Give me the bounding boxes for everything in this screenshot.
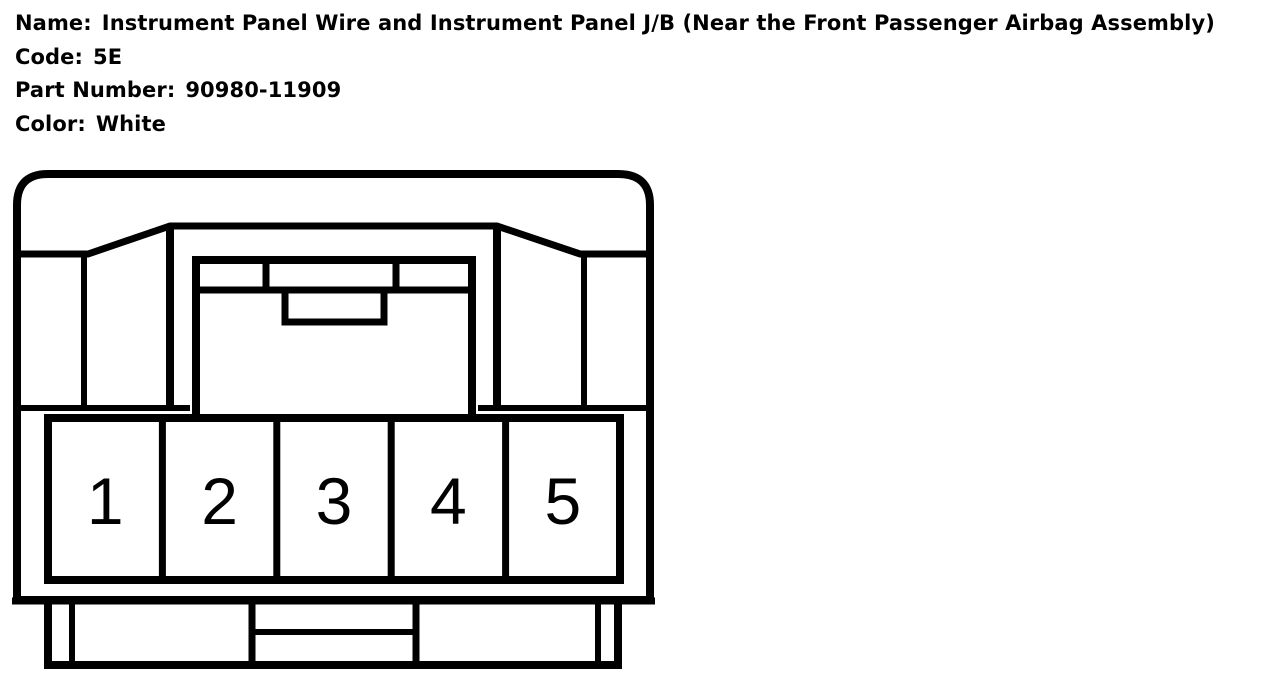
code-value: 5E xyxy=(93,44,123,69)
locking-latch xyxy=(192,256,476,414)
connector-housing-outline xyxy=(13,170,654,604)
housing-top-band xyxy=(17,222,650,258)
part-number-row: Part Number: 90980-11909 xyxy=(15,75,1215,109)
pin-number-2: 2 xyxy=(201,464,238,538)
color-value: White xyxy=(95,111,166,136)
connector-diagram: 1 2 3 4 5 xyxy=(12,170,655,669)
connector-info: Name: Instrument Panel Wire and Instrumen… xyxy=(15,8,1215,142)
part-number-label: Part Number: xyxy=(15,78,176,102)
pin-cavity-group: 1 2 3 4 5 xyxy=(44,414,624,584)
pin-number-4: 4 xyxy=(430,464,467,538)
pin-cavity-frame xyxy=(44,414,624,584)
pin-number-5: 5 xyxy=(544,464,581,538)
latch-center-tab xyxy=(281,290,388,326)
name-value: Instrument Panel Wire and Instrument Pan… xyxy=(101,11,1215,35)
bottom-skirt xyxy=(44,603,622,669)
code-label: Code: xyxy=(15,44,84,69)
color-row: Color: White xyxy=(15,109,1215,143)
name-row: Name: Instrument Panel Wire and Instrumen… xyxy=(15,8,1215,42)
color-label: Color: xyxy=(15,111,86,136)
name-label: Name: xyxy=(15,11,92,35)
code-row: Code: 5E xyxy=(15,42,1215,76)
pin-number-1: 1 xyxy=(87,464,124,538)
pin-number-3: 3 xyxy=(316,464,353,538)
part-number-value: 90980-11909 xyxy=(185,78,342,102)
